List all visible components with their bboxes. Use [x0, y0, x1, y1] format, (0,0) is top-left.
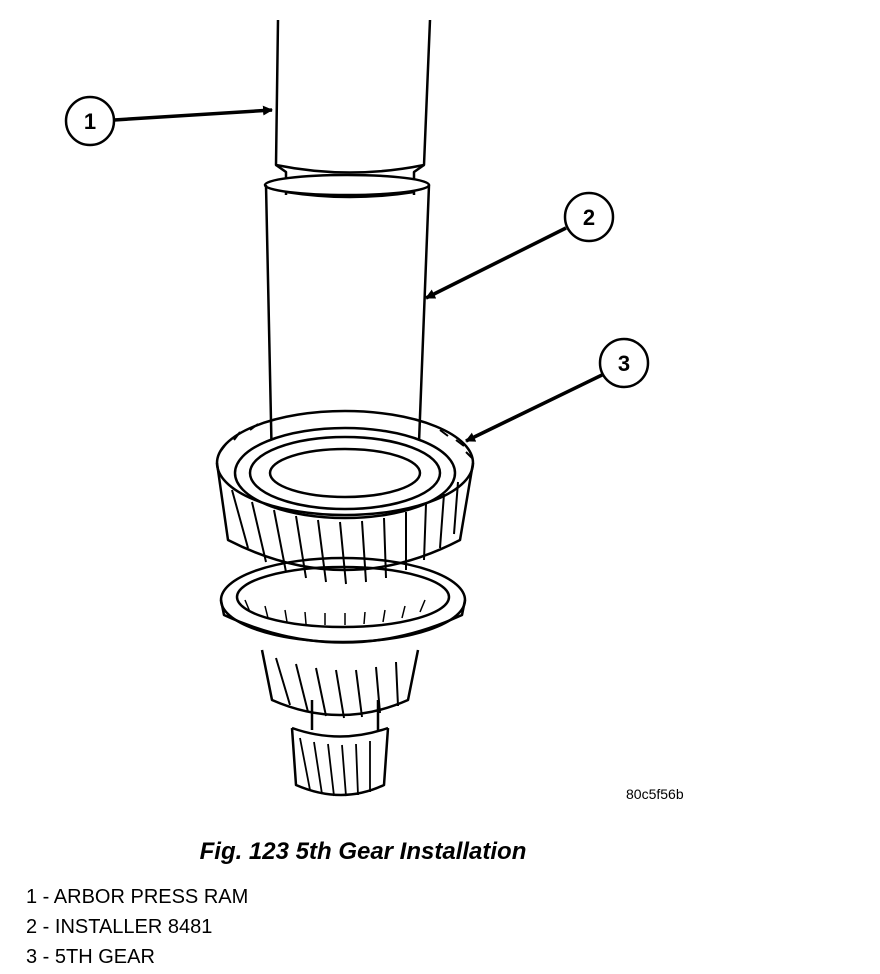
legend-list: 1 - ARBOR PRESS RAM 2 - INSTALLER 8481 3…: [26, 882, 248, 972]
lower-gear: [260, 649, 420, 719]
callout-3-number: 3: [618, 351, 630, 376]
callout-3: 3: [465, 337, 650, 443]
figure-reference-code: 80c5f56b: [626, 786, 684, 802]
figure-caption: Fig. 123 5th Gear Installation: [199, 838, 527, 865]
legend-item: 2 - INSTALLER 8481: [26, 916, 213, 938]
arbor-press-ram: [274, 19, 432, 199]
fifth-gear: [215, 409, 475, 585]
output-shaft: [290, 700, 390, 797]
gear-installation-diagram: 1 2 3: [64, 19, 650, 797]
legend-item: 1 - ARBOR PRESS RAM: [26, 886, 249, 908]
synchro-ring: [219, 556, 467, 644]
callout-1: 1: [64, 95, 273, 147]
legend-item: 3 - 5TH GEAR: [26, 946, 155, 968]
callout-1-number: 1: [84, 109, 96, 134]
callout-2-number: 2: [583, 205, 595, 230]
callout-2: 2: [425, 191, 615, 300]
